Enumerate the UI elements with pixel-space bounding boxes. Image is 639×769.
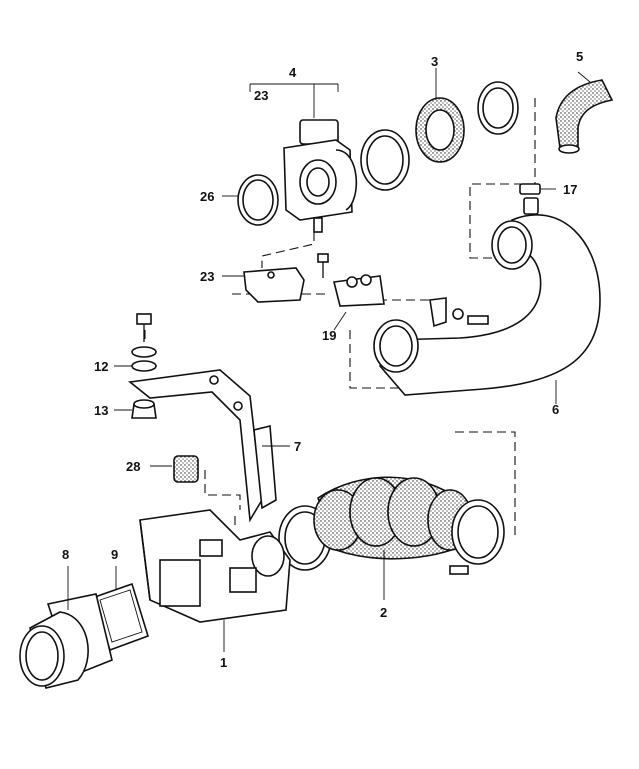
callout-23-mid: 23 (200, 269, 214, 284)
bellows-part-3 (360, 68, 519, 191)
callout-23-top: 23 (254, 88, 268, 103)
callout-13: 13 (94, 403, 108, 418)
callout-labels: 1 2 3 4 5 6 7 8 9 12 13 17 19 23 23 26 2… (62, 49, 583, 670)
callout-1: 1 (220, 655, 227, 670)
callout-7: 7 (294, 439, 301, 454)
callout-5: 5 (576, 49, 583, 64)
callout-12: 12 (94, 359, 108, 374)
callout-2: 2 (380, 605, 387, 620)
o-ring-part-26 (222, 174, 279, 226)
callout-17: 17 (563, 182, 577, 197)
hose-part-5 (555, 71, 614, 154)
callout-9: 9 (111, 547, 118, 562)
nipple-part-17 (519, 183, 556, 195)
callout-3: 3 (431, 54, 438, 69)
callout-6: 6 (552, 402, 559, 417)
callout-26: 26 (200, 189, 214, 204)
throttle-switch-part-23 (222, 267, 305, 303)
inlet-adaptor-part-8 (19, 566, 113, 689)
throttle-body-part-4 (249, 83, 358, 233)
support-bracket-part-7 (128, 369, 290, 523)
callout-8: 8 (62, 547, 69, 562)
callout-19: 19 (322, 328, 336, 343)
callout-4: 4 (289, 65, 297, 80)
intake-elbow-part-6 (373, 197, 601, 404)
corrugated-hose-part-2 (278, 476, 505, 600)
air-flow-meter-part-1 (139, 509, 291, 652)
callout-28: 28 (126, 459, 140, 474)
bracket-part-19 (317, 253, 489, 331)
mount-hardware-parts-12-13 (114, 313, 157, 419)
rubber-sleeve-part-28 (150, 455, 199, 483)
